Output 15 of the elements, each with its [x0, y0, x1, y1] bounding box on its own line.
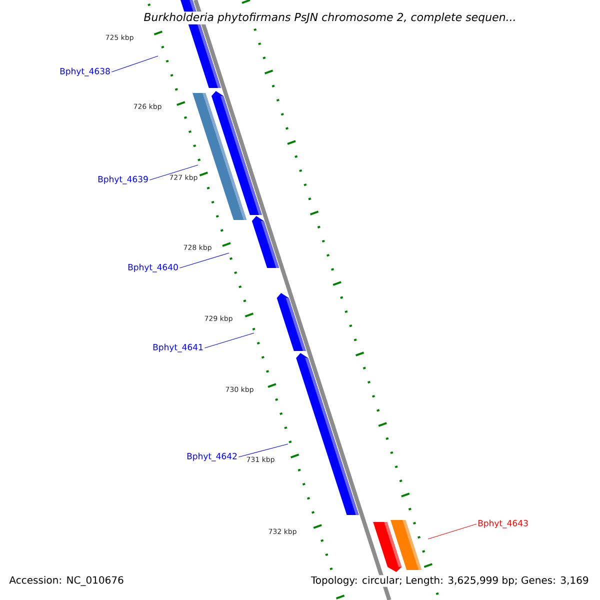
leader-line — [111, 56, 158, 72]
leader-line — [204, 332, 254, 348]
gene-label: Bphyt_4638 — [60, 68, 110, 76]
leader-line — [428, 524, 477, 540]
gene-label: Bphyt_4642 — [187, 452, 237, 462]
gene-label: Bphyt_4641 — [153, 344, 203, 352]
leader-line — [149, 164, 198, 180]
gene-label: Bphyt_4639 — [98, 176, 148, 184]
gene-label: Bphyt_4640 — [128, 264, 178, 272]
leader-line — [179, 252, 230, 268]
gene-label: Bphyt_4643 — [478, 520, 528, 528]
footer-text: Topology: circular; Length: 3,625,999 bp; Genes: 3,169 — [310, 575, 590, 587]
leader-line — [238, 444, 288, 458]
footer-text: Accession: NC_010676 — [8, 575, 125, 587]
title: Burkholderia phytofirmans PsJN chromosome 2, complete sequen... — [142, 12, 518, 24]
